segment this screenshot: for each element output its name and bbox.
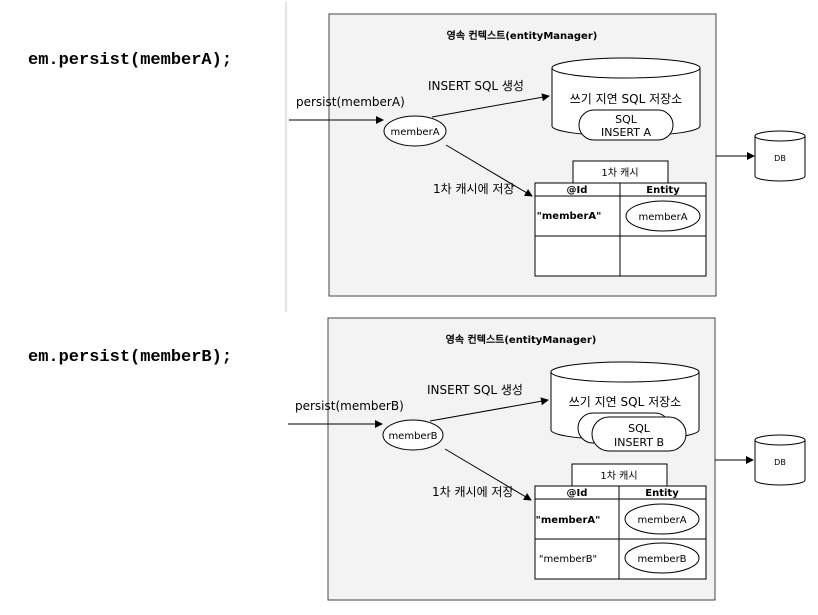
row-id-b-1: "memberA" — [536, 515, 601, 526]
cache-save-label-a: 1차 캐시에 저장 — [433, 182, 515, 196]
cache-table-b: @Id Entity "memberA" memberA "memberB" m… — [534, 485, 707, 580]
cache-table-a: @Id Entity "memberA" memberA — [534, 182, 707, 277]
insert-sql-label-a: INSERT SQL 생성 — [428, 79, 524, 93]
row-entity-b-2: memberB — [637, 554, 686, 565]
entity-node-label-b: memberB — [388, 431, 437, 442]
cache-save-label-b: 1차 캐시에 저장 — [432, 485, 514, 499]
persist-code-a: em.persist(memberA); — [28, 51, 232, 70]
insert-sql-arrow-a — [431, 93, 550, 118]
cache-title-a: 1차 캐시 — [601, 167, 638, 179]
sql-item-line1-b: SQL — [628, 422, 651, 435]
table-header-id-a: @Id — [567, 185, 588, 196]
table-header-entity-b: Entity — [645, 488, 679, 499]
entity-node-label-a: memberA — [390, 127, 439, 138]
table-header-id-b: @Id — [567, 488, 588, 499]
entity-node-b — [382, 419, 444, 451]
panel-member-b: em.persist(memberB); 영속 컨텍스트(entityManag… — [28, 317, 806, 601]
row-entity-node-a-1 — [625, 200, 701, 232]
db-cylinder-a — [754, 136, 806, 182]
row-id-b-2: "memberB" — [539, 554, 597, 565]
cache-save-arrow-a — [445, 144, 533, 197]
row-entity-a-1: memberA — [638, 212, 687, 223]
persist-call-label-a: persist(memberA) — [296, 95, 405, 109]
row-entity-node-b-2 — [624, 542, 700, 574]
sql-item-b — [591, 416, 687, 452]
sql-store-label-b: 쓰기 지연 SQL 저장소 — [569, 395, 681, 409]
table-header-entity-a: Entity — [646, 185, 680, 196]
sql-item-line2-a: INSERT A — [601, 126, 651, 139]
context-title-b: 영속 컨텍스트(entityManager) — [446, 333, 597, 346]
entity-node-a — [383, 115, 447, 147]
context-title-a: 영속 컨텍스트(entityManager) — [447, 29, 598, 42]
db-label-a: DB — [774, 154, 786, 163]
row-entity-node-b-1 — [624, 503, 700, 535]
insert-sql-arrow-b — [429, 397, 549, 422]
cache-save-arrow-b — [444, 448, 532, 501]
insert-sql-label-b: INSERT SQL 생성 — [427, 383, 523, 397]
sql-item-line1-a: SQL — [615, 113, 638, 126]
row-entity-b-1: memberA — [637, 515, 686, 526]
db-cylinder-b — [754, 440, 806, 486]
sql-item-line2-b: INSERT B — [614, 436, 664, 449]
sql-store-label-a: 쓰기 지연 SQL 저장소 — [570, 92, 682, 106]
sql-item-a — [578, 109, 674, 141]
persist-code-b: em.persist(memberB); — [28, 348, 232, 367]
row-id-a-1: "memberA" — [537, 211, 602, 222]
db-label-b: DB — [774, 458, 786, 467]
persist-call-label-b: persist(memberB) — [295, 399, 404, 413]
panel-member-a: em.persist(memberA); 영속 컨텍스트(entityManag… — [28, 13, 806, 297]
cache-title-b: 1차 캐시 — [600, 470, 637, 482]
